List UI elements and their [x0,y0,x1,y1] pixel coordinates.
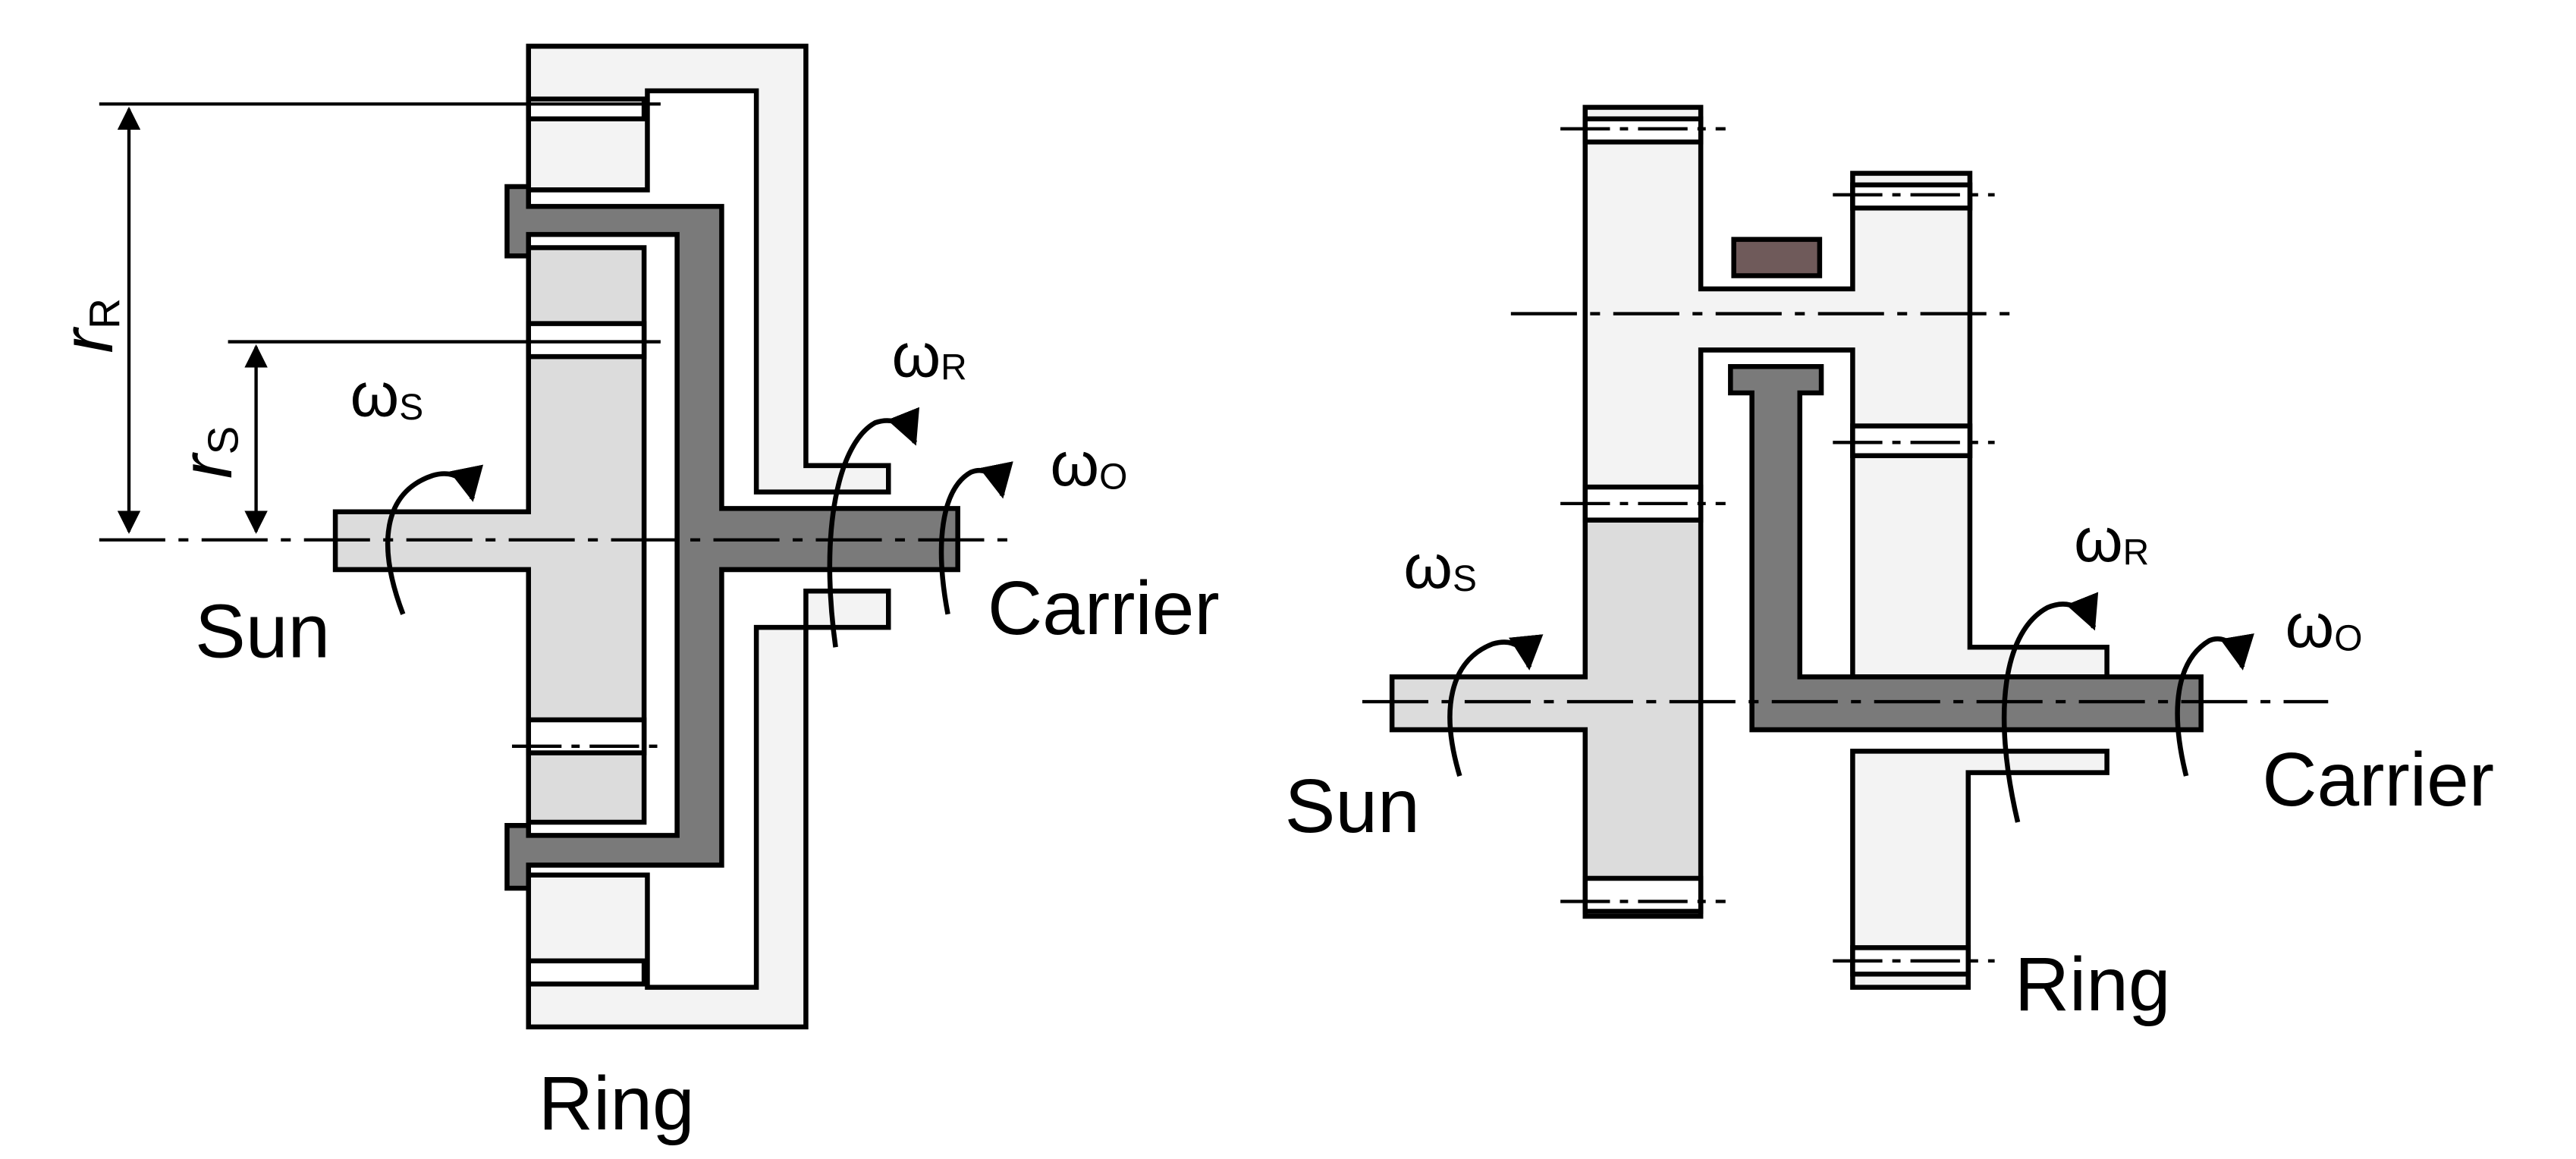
left-ring-label: Ring [539,1061,695,1146]
left-carrier-label: Carrier [988,566,1220,651]
right-omega-o-arrow [2175,633,2254,777]
left-omega-o-label: ωO [1051,429,1128,499]
right-omega-s-label: ωS [1403,531,1477,601]
right-carrier [1728,363,2204,733]
right-sun-label: Sun [1285,764,1420,849]
right-ring-label: Ring [2015,942,2171,1027]
right-sun-tooth-band-bottom [1582,875,1704,914]
left-sun-gear [332,245,647,825]
right-omega-s-arrow [1447,634,1544,777]
right-ring-gear [1850,749,2109,990]
right-compound-planet [1582,105,2109,680]
right-labels: Sun Carrier Ring ωS ωR ωO [1285,504,2494,1027]
right-omega-o-label: ωO [2285,590,2363,661]
left-planetary-gear [332,43,960,1030]
right-omega-r-label: ωR [2074,504,2149,575]
left-labels: Sun Carrier Ring ωS ωR ωO rR rS [47,298,1220,1146]
left-omega-o-arrow [938,461,1013,615]
right-planet-pin [1731,237,1823,278]
left-rotation-arrows [385,407,1013,648]
left-r-s-label: rS [166,426,247,479]
left-omega-r-label: ωR [892,319,967,390]
left-carrier [504,184,960,891]
left-dimension-lines [99,102,1007,749]
right-carrier-label: Carrier [2262,737,2494,822]
left-r-r-label: rR [47,298,128,353]
left-omega-s-arrow [385,464,484,615]
left-omega-r-arrow [827,407,919,648]
left-omega-s-label: ωS [350,360,424,430]
right-omega-r-arrow [2001,592,2099,823]
right-ring-tooth-band-upper [1850,182,1973,211]
right-planet-tooth-band-mid [1850,423,1973,459]
right-sun-gear [1389,517,1704,919]
left-ring-tooth-band-top [526,96,647,121]
left-ring-tooth-band-bottom [526,958,647,987]
left-ring-gear [526,43,891,1030]
right-rotation-arrows [1447,592,2254,823]
right-center-lines [1362,127,2329,963]
left-sun-label: Sun [195,589,330,674]
